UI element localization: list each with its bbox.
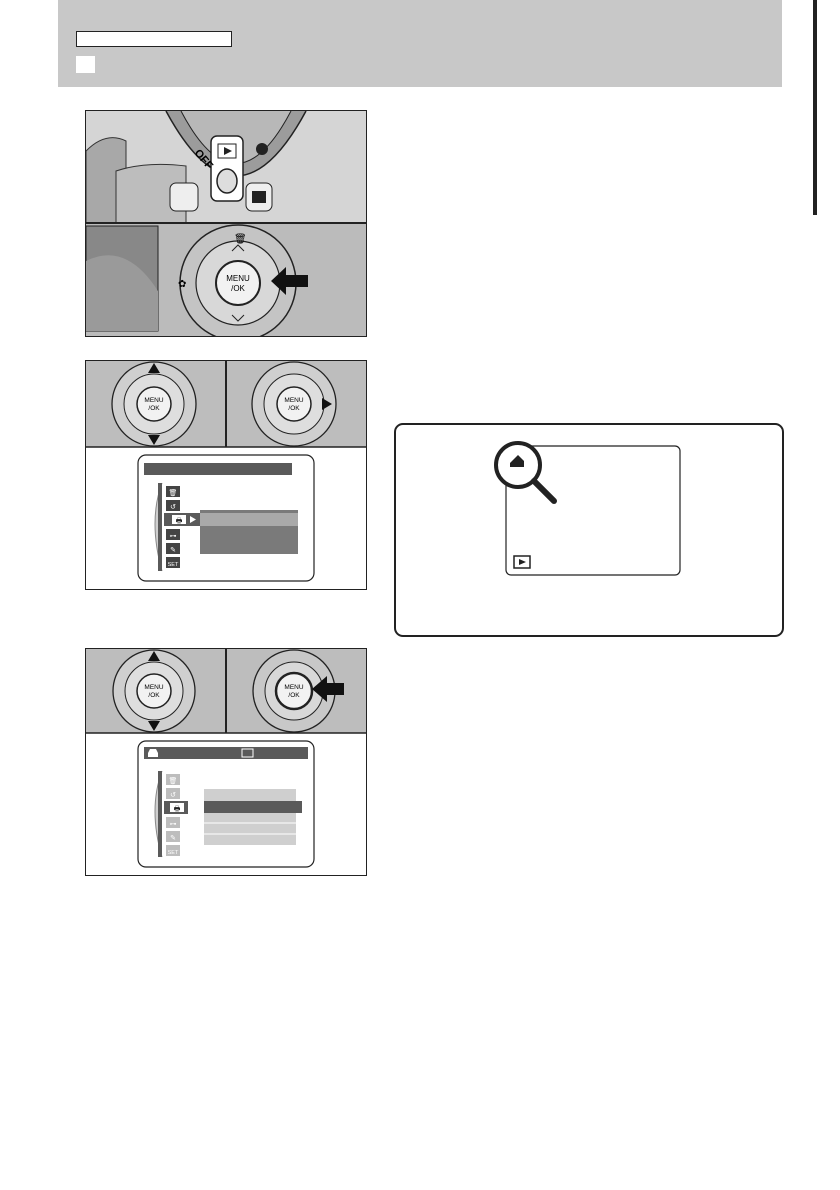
press-arrow-icon — [312, 676, 344, 702]
svg-text:⊶: ⊶ — [170, 533, 177, 540]
figure-step3: MENU /OK MENU /OK 🗑 ↺ ⊶ ✎ SET 🖶 — [85, 648, 367, 876]
svg-text:✎: ✎ — [170, 835, 176, 842]
menu-icon-list: 🗑 ↺ ⊶ ✎ SET — [166, 774, 180, 856]
menu-ok-label-bottom: /OK — [288, 692, 300, 699]
menu-ok-label-top: MENU — [144, 397, 163, 404]
edge-thumb-rule — [813, 0, 817, 215]
menu-ok-button-right[interactable] — [276, 386, 312, 422]
down-arrow-icon — [148, 435, 160, 445]
header-page-marker — [76, 56, 95, 73]
svg-text:SET: SET — [168, 562, 179, 568]
submenu-options — [204, 789, 296, 845]
svg-text:⊶: ⊶ — [170, 821, 177, 828]
magnifier-callout — [394, 423, 784, 637]
svg-text:🖶: 🖶 — [176, 518, 183, 525]
press-arrow-icon — [271, 267, 308, 295]
menu-ok-label-bottom: /OK — [231, 284, 245, 293]
menu-ok-label-bottom: /OK — [288, 405, 300, 412]
up-arrow-icon — [148, 363, 160, 373]
menu-ok-label-bottom: /OK — [148, 692, 160, 699]
menu-ok-button-right[interactable] — [274, 671, 314, 711]
playback-mode-icon — [224, 147, 232, 155]
figure-step2: MENU /OK MENU /OK 🗑 ↺ 🖶 ⊶ ✎ SET — [85, 360, 367, 590]
trash-icon: 🗑 — [234, 233, 247, 245]
camera-mode-icon — [256, 143, 268, 155]
macro-icon: ✿ — [178, 279, 186, 290]
menu-ok-label-top: MENU — [284, 684, 303, 691]
svg-text:🗑: 🗑 — [169, 776, 178, 785]
menu-ok-button[interactable] — [215, 260, 261, 306]
figure-step1: OFF 🗑 ✿ MENU /OK — [85, 110, 367, 337]
print-order-icon — [148, 749, 158, 757]
svg-text:↺: ↺ — [170, 504, 176, 511]
menu-ok-button-left[interactable] — [136, 673, 172, 709]
header-title-box — [76, 31, 232, 47]
svg-text:🖶: 🖶 — [174, 806, 181, 813]
svg-text:↺: ↺ — [170, 792, 176, 799]
up-arrow-icon — [148, 651, 160, 661]
mode-switch-knob[interactable] — [216, 168, 238, 194]
svg-text:✎: ✎ — [170, 547, 176, 554]
menu-selection-illustration: MENU /OK MENU /OK 🗑 ↺ 🖶 ⊶ ✎ SET — [86, 361, 366, 582]
lcd-screen — [505, 445, 681, 576]
menu-ok-label-top: MENU — [226, 274, 250, 283]
print-order-icon — [510, 455, 524, 467]
right-arrow-icon — [322, 398, 332, 410]
menu-ok-label-top: MENU — [144, 684, 163, 691]
down-arrow-icon — [148, 721, 160, 731]
svg-text:SET: SET — [168, 850, 179, 856]
menu-ok-button-left[interactable] — [136, 386, 172, 422]
camera-top-illustration: OFF 🗑 ✿ MENU /OK — [86, 111, 366, 336]
submenu-selected-row — [204, 801, 302, 813]
menu-ok-label-top: MENU — [284, 397, 303, 404]
svg-text:🗑: 🗑 — [169, 488, 178, 497]
continuous-button[interactable] — [169, 182, 199, 212]
menu-ok-label-bottom: /OK — [148, 405, 160, 412]
menu-confirm-illustration: MENU /OK MENU /OK 🗑 ↺ ⊶ ✎ SET 🖶 — [86, 649, 366, 868]
lcd-print-indicator-illustration — [494, 441, 681, 576]
